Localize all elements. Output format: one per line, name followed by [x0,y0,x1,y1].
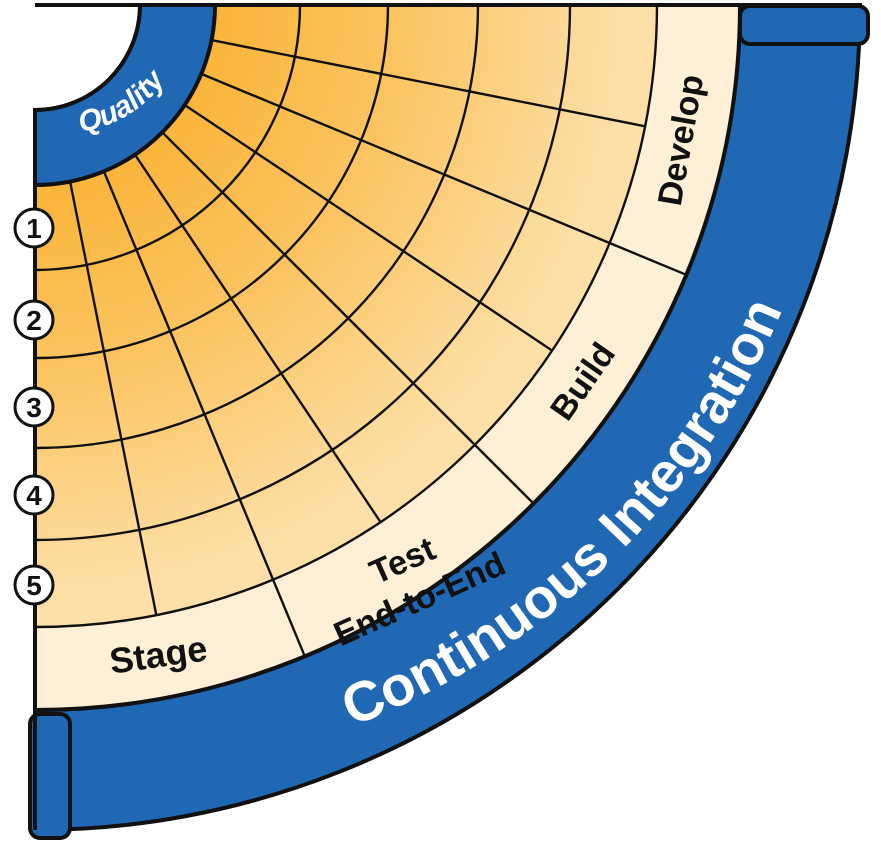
fan-spoke-3 [184,104,553,352]
level-2-number: 2 [26,305,42,336]
level-3-marker: 3 [13,386,55,428]
level-3-number: 3 [26,392,42,423]
stage-divider-2 [161,131,535,505]
top-end-cap [738,4,870,46]
maturity-ring-1 [34,4,217,187]
left-end-cap [28,712,72,840]
level-5-marker: 5 [13,564,55,606]
level-4-marker: 4 [13,474,55,516]
fan-spoke-1 [68,181,158,616]
fan-spoke-2 [134,154,382,523]
level-2-marker: 2 [13,299,55,341]
maturity-grid [34,4,687,657]
level-1-marker: 1 [13,207,55,249]
level-1-number: 1 [26,213,42,244]
stage-divider-1 [102,170,306,657]
stage-divider-3 [200,72,687,276]
level-4-number: 4 [26,480,42,511]
level-5-number: 5 [26,570,42,601]
fan-spoke-4 [211,38,646,128]
